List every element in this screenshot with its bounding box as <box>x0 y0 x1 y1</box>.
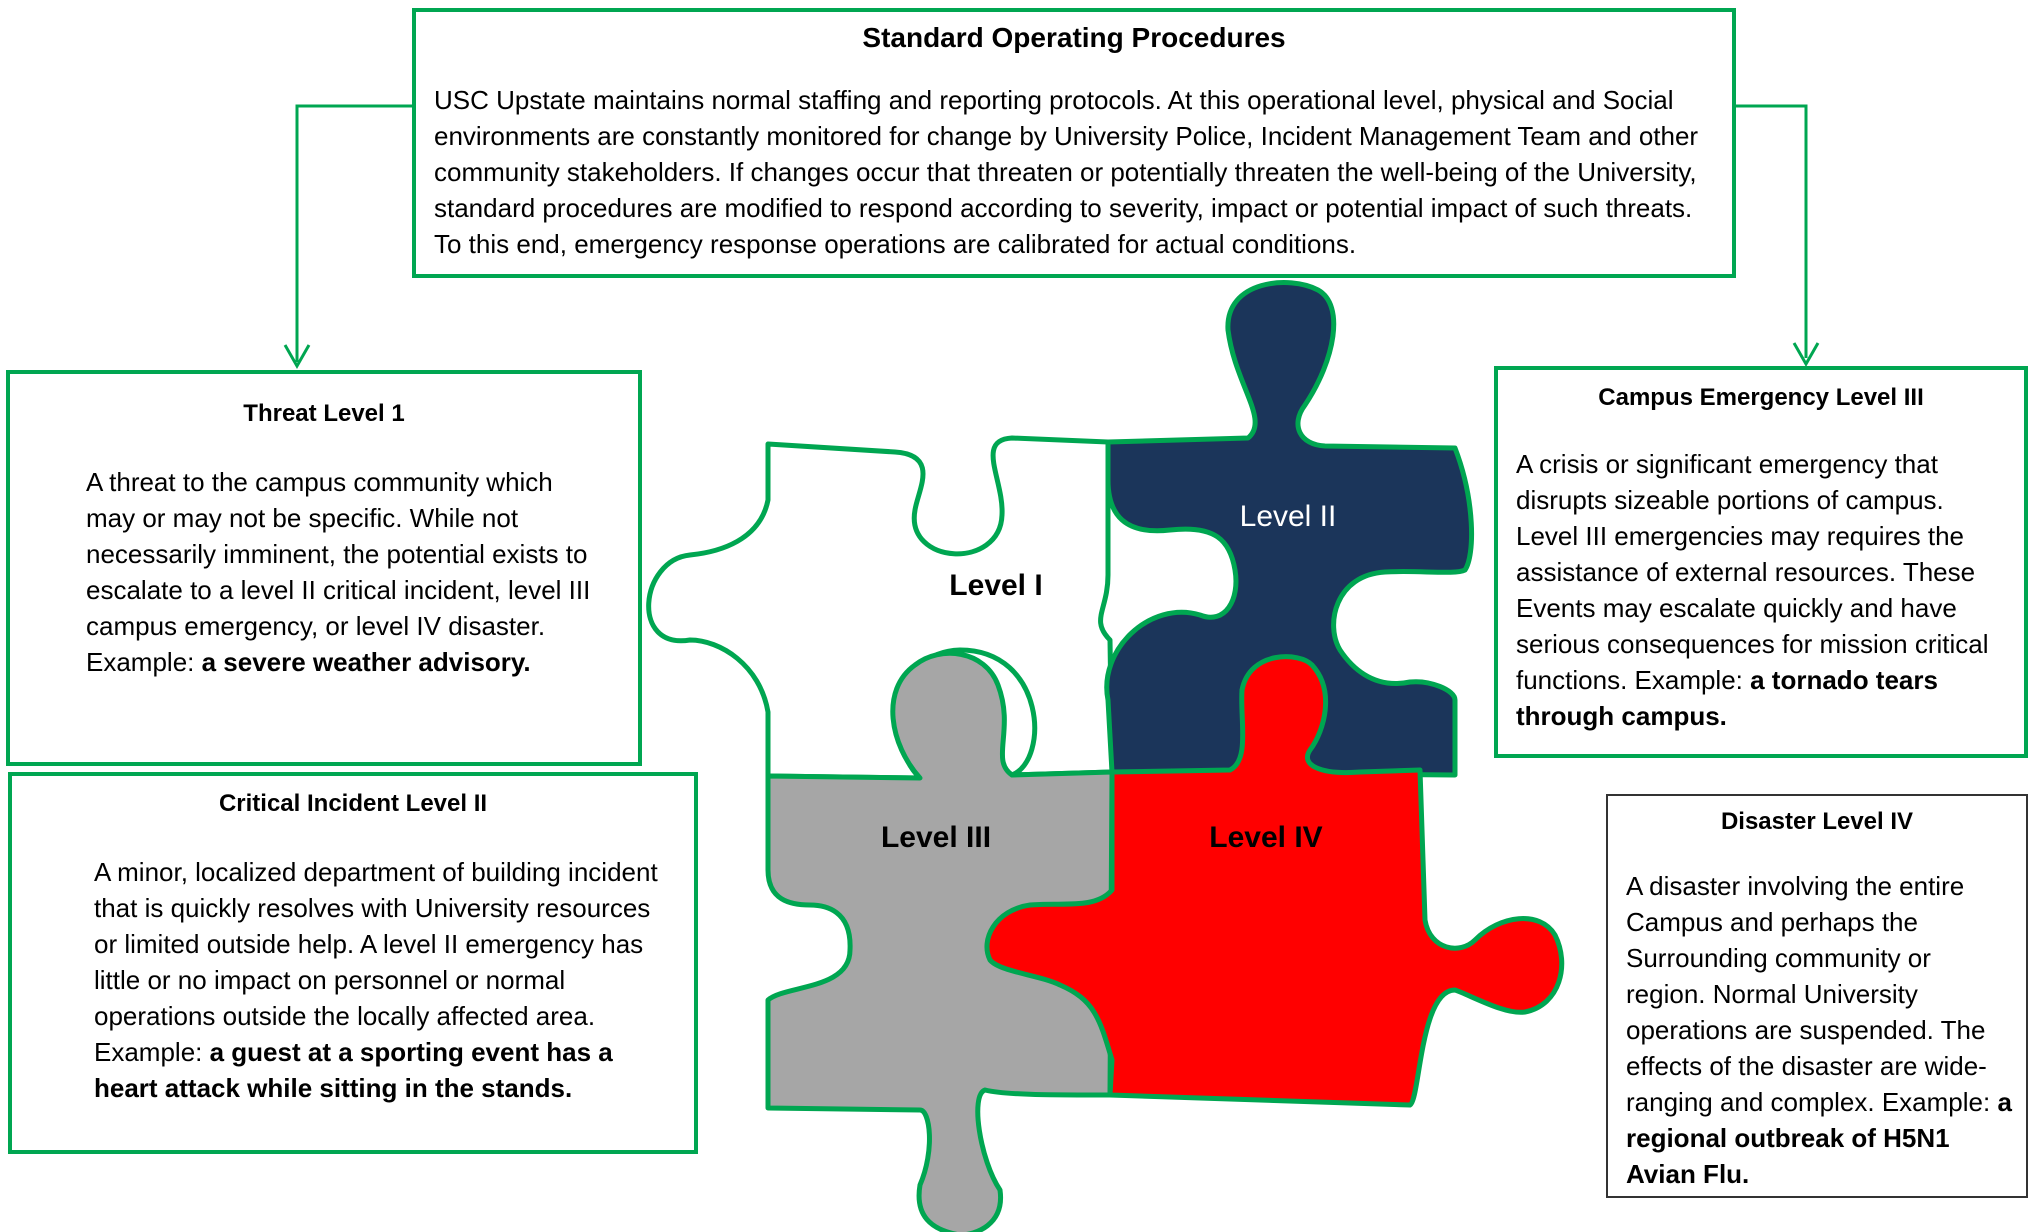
disaster-level-4-example: a regional outbreak of H5N1 Avian Flu. <box>1626 1087 2012 1189</box>
disaster-level-4-box: Disaster Level IV A disaster involving t… <box>1606 794 2028 1198</box>
critical-incident-level-2-body: A minor, localized department of buildin… <box>94 857 658 1067</box>
puzzle-piece-level-3 <box>765 650 1115 1232</box>
arrow-to-campus-emergency-level-3 <box>1736 104 1808 358</box>
campus-emergency-level-3-title: Campus Emergency Level III <box>1598 384 1924 411</box>
threat-level-1-body: A threat to the campus community which m… <box>86 467 591 677</box>
campus-emergency-level-3-text: A crisis or significant emergency that d… <box>1516 446 2008 734</box>
puzzle-label-level-3: Level III <box>880 821 992 854</box>
critical-incident-level-2-box: Critical Incident Level II A minor, loca… <box>8 772 698 1154</box>
critical-incident-level-2-text: A minor, localized department of buildin… <box>94 854 674 1106</box>
puzzle-label-level-2: Level II <box>1239 500 1337 533</box>
threat-level-1-title: Threat Level 1 <box>243 400 405 427</box>
critical-incident-level-2-example: a guest at a sporting event has a heart … <box>94 1037 613 1103</box>
threat-level-1-box: Threat Level 1 A threat to the campus co… <box>6 370 642 766</box>
arrow-to-threat-level-1 <box>295 104 414 362</box>
campus-emergency-level-3-example: a tornado tears through campus. <box>1516 665 1938 731</box>
threat-level-1-text: A threat to the campus community which m… <box>86 464 608 680</box>
critical-incident-level-2-title: Critical Incident Level II <box>218 790 488 817</box>
threat-level-1-example: a severe weather advisory. <box>201 647 531 677</box>
sop-box: Standard Operating Procedures USC Upstat… <box>412 8 1736 278</box>
puzzle-piece-level-2 <box>1104 280 1475 778</box>
sop-title: Standard Operating Procedures <box>862 22 1286 53</box>
puzzle-piece-level-1 <box>646 435 1115 781</box>
campus-emergency-level-3-box: Campus Emergency Level III A crisis or s… <box>1494 366 2028 758</box>
disaster-level-4-text: A disaster involving the entire Campus a… <box>1626 868 2016 1192</box>
disaster-level-4-title: Disaster Level IV <box>1720 808 1914 835</box>
disaster-level-4-body: A disaster involving the entire Campus a… <box>1626 871 1998 1117</box>
arrow-head-right <box>1792 342 1820 368</box>
puzzle-label-level-4: Level IV <box>1209 821 1323 854</box>
arrow-head-left <box>283 344 311 370</box>
puzzle-piece-level-4 <box>984 654 1565 1108</box>
campus-emergency-level-3-body: A crisis or significant emergency that d… <box>1516 449 1989 695</box>
sop-body: USC Upstate maintains normal staffing an… <box>434 85 1699 259</box>
puzzle-label-level-1: Level I <box>949 569 1043 602</box>
